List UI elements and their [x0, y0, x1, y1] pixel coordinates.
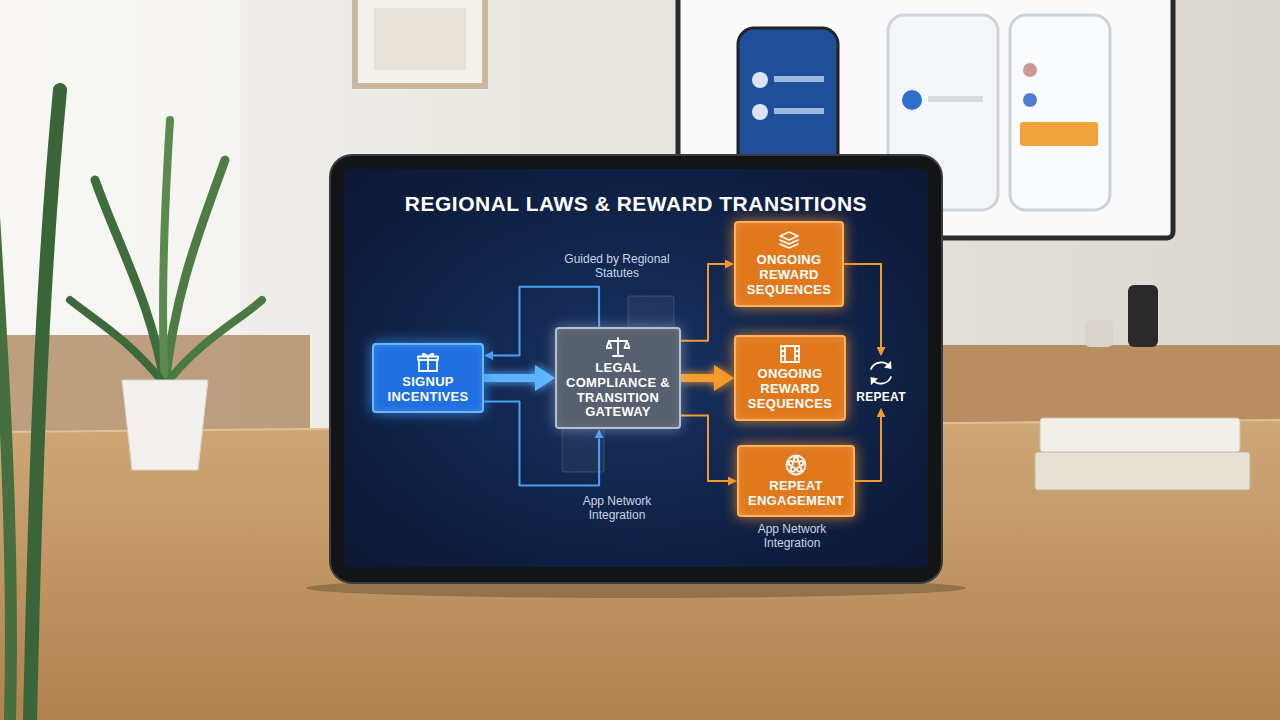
- plant: [0, 90, 262, 720]
- phone-mockup: [1010, 15, 1110, 210]
- gift-icon: [417, 352, 439, 372]
- tablet-screen: [344, 169, 928, 567]
- text-line: [928, 96, 983, 102]
- process-box: ONGOING REWARD SEQUENCES: [734, 221, 844, 307]
- node-text: LEGAL COMPLIANCE & TRANSITION GATEWAY: [563, 361, 673, 421]
- process-box: REPEAT ENGAGEMENT: [737, 445, 855, 518]
- cycle-icon: [866, 358, 896, 388]
- flow-arrow: [484, 374, 535, 382]
- book: [1035, 452, 1250, 490]
- film-icon: [779, 344, 801, 364]
- cycle-node: REPEAT: [851, 356, 911, 408]
- connector-line: [681, 415, 728, 481]
- leaf: [70, 300, 165, 385]
- node-icon: [742, 344, 838, 364]
- node-icon: [380, 352, 476, 372]
- avatar: [752, 104, 768, 120]
- node-icon: [742, 230, 836, 250]
- node-text: ONGOING REWARD SEQUENCES: [742, 367, 838, 412]
- layers-icon: [778, 230, 800, 250]
- process-box: SIGNUP INCENTIVES: [372, 343, 484, 414]
- leaf: [165, 300, 262, 385]
- plant-pot: [122, 380, 208, 470]
- diagram-title: REGIONAL LAWS & REWARD TRANSITIONS: [405, 192, 867, 216]
- book: [1040, 418, 1240, 452]
- text-line: [774, 76, 824, 82]
- leaf: [163, 120, 170, 385]
- gateway-box: LEGAL COMPLIANCE & TRANSITION GATEWAY: [555, 327, 681, 430]
- leaf: [95, 180, 165, 385]
- button: [1020, 122, 1098, 146]
- leaf: [30, 90, 60, 720]
- text-line: [774, 108, 824, 114]
- node-text: SIGNUP INCENTIVES: [380, 375, 476, 405]
- avatar: [902, 90, 922, 110]
- annotation-text: Guided by Regional Statutes: [561, 252, 673, 281]
- node-text: REPEAT: [853, 391, 909, 405]
- annotation-text: App Network Integration: [740, 522, 844, 551]
- connector-line: [855, 417, 881, 481]
- node-text: ONGOING REWARD SEQUENCES: [742, 253, 836, 298]
- tablet-bezel: [330, 155, 942, 583]
- cup: [1085, 320, 1113, 347]
- flow-arrow: [681, 374, 714, 382]
- picture-frame: [355, 0, 485, 86]
- bottle: [1128, 285, 1158, 347]
- avatar: [1023, 63, 1037, 77]
- annotation-text: App Network Integration: [565, 494, 669, 523]
- node-text: REPEAT ENGAGEMENT: [745, 479, 847, 509]
- scales-icon: [606, 336, 630, 358]
- connector-line: [681, 264, 725, 341]
- leaf: [0, 150, 11, 720]
- node-icon: [853, 358, 909, 388]
- avatar: [752, 72, 768, 88]
- connector-line: [844, 264, 881, 347]
- node-icon: [745, 454, 847, 476]
- reel-icon: [785, 454, 807, 476]
- process-box: ONGOING REWARD SEQUENCES: [734, 335, 846, 421]
- picture: [374, 8, 466, 70]
- sideboard: [900, 345, 1280, 425]
- node-icon: [563, 336, 673, 358]
- avatar: [1023, 93, 1037, 107]
